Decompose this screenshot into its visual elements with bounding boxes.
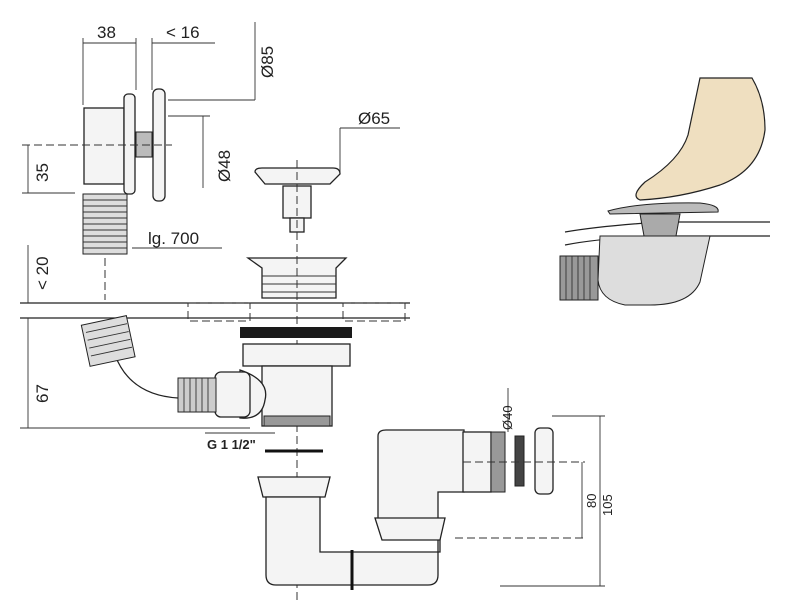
dim-40-label: Ø40	[500, 405, 515, 430]
dim-65-label: Ø65	[358, 109, 390, 128]
overflow-body	[83, 107, 125, 185]
dim-105-label: 105	[600, 494, 615, 516]
dim-20-label: < 20	[33, 256, 52, 290]
dim-85-label: Ø85	[258, 46, 277, 78]
overflow-flange-inner	[123, 93, 136, 195]
foot	[635, 77, 766, 201]
dim-38-label: 38	[97, 23, 116, 42]
overflow-hose	[82, 193, 128, 255]
tub-section: < 20 67	[20, 245, 410, 429]
dim-80-label: 80	[584, 494, 599, 508]
trap-assembly: Ø40 80 105	[257, 388, 615, 590]
thread-label: G 1 1/2"	[207, 437, 256, 452]
gasket	[240, 327, 352, 338]
dim-16-label: < 16	[166, 23, 200, 42]
trap-body	[265, 429, 465, 586]
strainer	[245, 257, 348, 299]
overflow-hose-loop	[80, 315, 179, 399]
hose-length-label: lg. 700	[148, 229, 199, 248]
dim-35-label: 35	[33, 163, 52, 182]
drain-hose-connector	[177, 377, 217, 413]
plug-assembly: Ø65	[245, 109, 400, 600]
overflow-assembly: 38 < 16 Ø85 Ø48 35 lg. 700	[22, 22, 277, 300]
dim-67-label: 67	[33, 384, 52, 403]
drain-body-illustration	[597, 235, 711, 306]
drain-body: G 1 1/2"	[80, 315, 352, 453]
foot-pushing-plug-illustration	[559, 77, 770, 306]
dim-48-label: Ø48	[215, 150, 234, 182]
